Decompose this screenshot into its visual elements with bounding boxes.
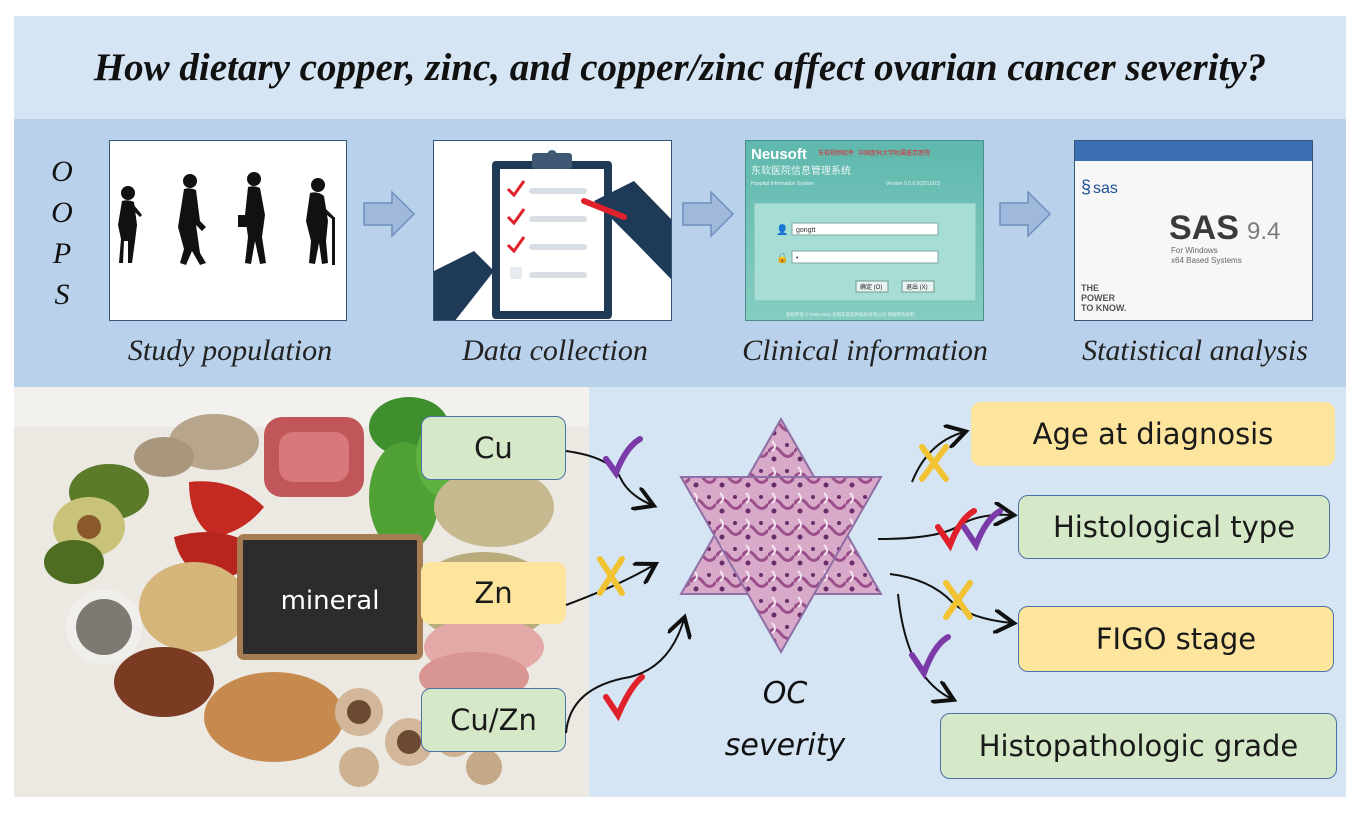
page-title: How dietary copper, zinc, and copper/zin… [93,46,1267,89]
silhouette-woman-icon [178,174,206,265]
center-label-oc: OC [762,676,808,711]
statistical-analysis-image: § sas SAS 9.4 For Windows x64 Based Syst… [1074,140,1313,321]
system-name: 东软医院信息管理系统 [751,164,851,177]
check-purple-icon [603,436,643,480]
ok-button-label: 确定 (O) [860,283,882,291]
connector-age [911,432,964,483]
data-collection-image [433,140,672,321]
exit-button-label: 退出 (X) [906,283,928,291]
ok-button [855,280,889,293]
lock-icon: 🔒 [776,252,788,264]
sas-product: SAS [1169,209,1239,247]
clipboard-icon [492,150,612,319]
neusoft-brand: Neusoft [751,146,807,163]
sas-tagline: POWER [1081,293,1116,303]
histology-star-icon [679,416,883,655]
mineral-chalkboard [237,534,423,660]
silhouette-adult-icon [238,172,266,264]
connector-figo [889,573,1012,623]
flow-arrow-icon [999,190,1052,238]
crayfish-icon [189,481,264,537]
check-purple-icon [961,508,1003,552]
study-population-image [109,140,347,321]
outcome-histopathologic-grade: Histopathologic grade [940,713,1337,779]
step-caption: Clinical information [742,334,988,367]
step-caption: Statistical analysis [1082,334,1308,367]
system-version: Version 5.0.0.0(2011/01) [886,181,941,187]
password-field [791,250,939,264]
cross-yellow-icon [597,556,625,596]
username-field [791,222,939,236]
left-hand-icon [434,251,494,320]
exposure-zn: Zn [421,562,566,624]
step-caption: Study population [127,334,333,367]
password-value: • [796,255,799,262]
checklist-ticks-icon [506,180,526,254]
connector-cu-zn [565,619,684,734]
sas-tagline: TO KNOW. [1081,303,1126,313]
sas-logo: sas [1093,180,1118,197]
sas-version: 9.4 [1247,218,1280,245]
check-red-icon [935,508,977,552]
sas-platform-line1: For Windows [1171,246,1218,255]
outcome-age-at-diagnosis: Age at diagnosis [971,402,1335,466]
cross-yellow-icon [919,444,949,482]
sas-platform-line2: x64 Based Systems [1171,256,1242,265]
sas-logo-mark: § [1081,177,1091,197]
association-diagram [565,416,1361,734]
cocoa-powder-icon [114,647,214,717]
exposure-cu-zn: Cu/Zn [421,688,566,752]
almonds-icon [204,672,344,762]
oops-letter: O [51,155,73,188]
cross-yellow-icon [943,580,973,620]
user-icon: 👤 [776,223,788,236]
connector-grade [897,593,952,699]
title-band [14,16,1346,119]
oops-letter: O [51,196,73,229]
outcome-figo-stage: FIGO stage [1018,606,1334,672]
sas-tagline: THE [1081,283,1099,293]
chickpea-icon [139,562,249,652]
connector-cu [565,450,652,505]
exit-button [901,280,935,293]
flow-arrow-icon [682,190,735,238]
exposure-cu: Cu [421,416,566,480]
oops-letter: P [52,237,72,270]
oops-letter: S [54,278,70,311]
step-caption: Data collection [462,334,648,367]
outcome-histological-type: Histological type [1018,495,1330,559]
silhouette-elder-icon [306,178,335,265]
neusoft-red-text: 中国医科大学附属盛京医院 [858,149,930,157]
neusoft-footer: 版权所有 © 2006-2011 沈阳东软软件股份有限公司 保留所有权利 [786,311,915,318]
hand-holding-pen-icon [581,181,671,279]
neusoft-red-text: 东软视频软件 [818,149,854,157]
check-red-icon [603,674,645,722]
system-subtitle: Hospital Information System [751,181,814,187]
check-purple-icon [909,634,951,680]
flow-arrow-icon [363,190,416,238]
center-label-severity: severity [724,728,846,763]
username-value: gongtt [796,227,816,234]
clinical-information-image: Neusoft 东软视频软件 中国医科大学附属盛京医院 东软医院信息管理系统 H… [745,140,984,321]
mineral-sign-label: mineral [281,586,380,616]
silhouette-child-icon [118,186,142,263]
